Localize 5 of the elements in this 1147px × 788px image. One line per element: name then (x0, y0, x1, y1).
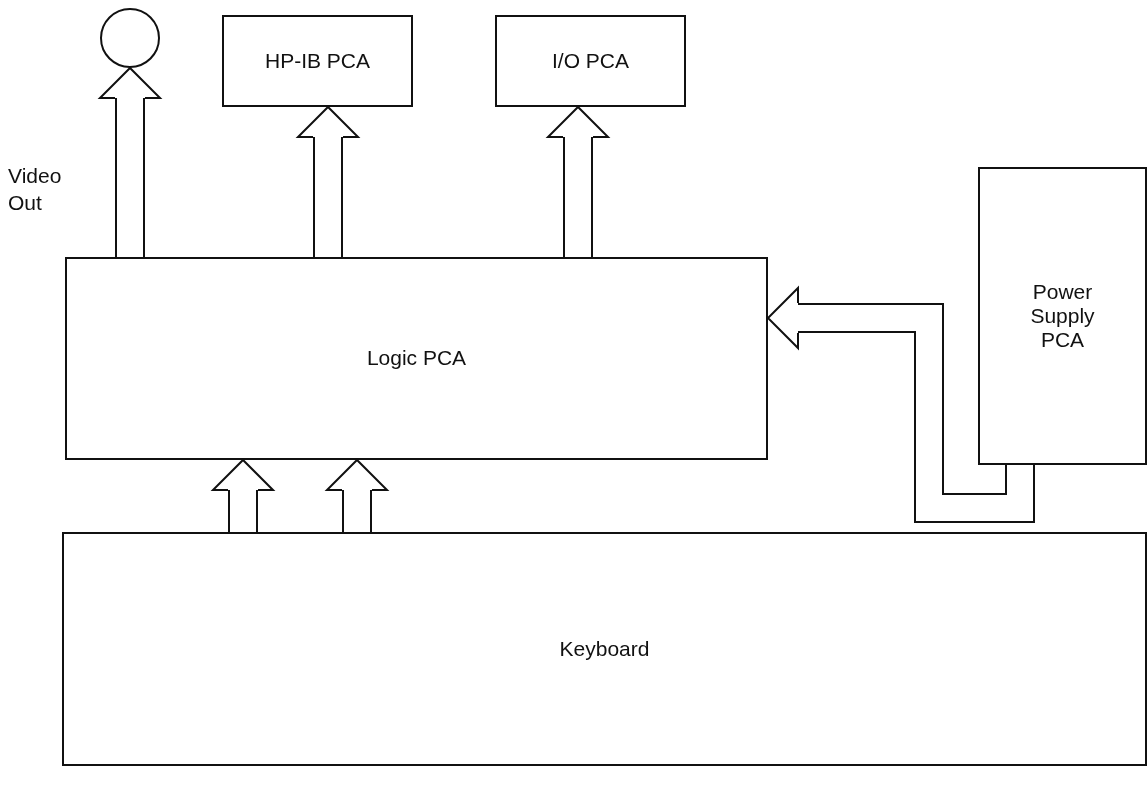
block-box: Keyboard (62, 532, 1147, 766)
block-box: HP-IB PCA (222, 15, 413, 107)
block-box: Logic PCA (65, 257, 768, 460)
block-box: Power Supply PCA (978, 167, 1147, 465)
block-box: I/O PCA (495, 15, 686, 107)
